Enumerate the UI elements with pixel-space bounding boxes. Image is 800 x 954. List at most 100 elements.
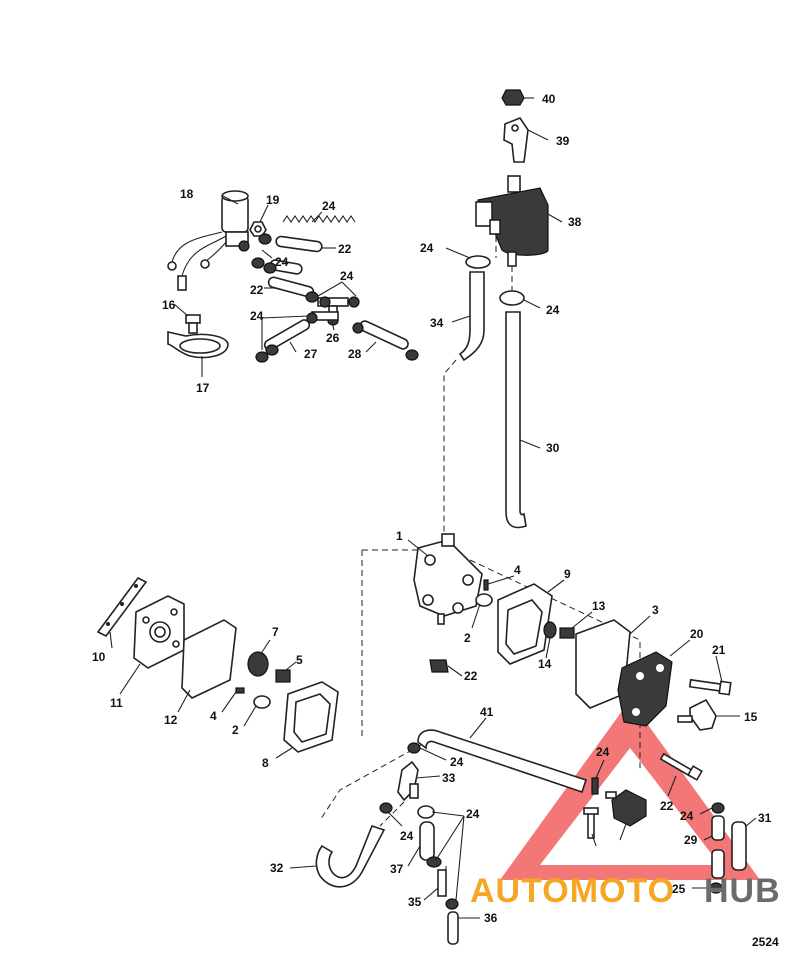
clamp-24 [426, 856, 442, 868]
clamp-24 [258, 233, 272, 245]
leader-8 [545, 637, 551, 659]
clamp-24 [407, 742, 421, 754]
plate-13-port-inner [154, 626, 166, 638]
callout-1: 1 [396, 529, 403, 543]
callout-20: 18 [180, 187, 194, 201]
screw-42-head [583, 807, 599, 815]
wire-connector [177, 275, 187, 291]
leader-25 [331, 321, 335, 331]
cover-hole [632, 708, 640, 716]
callout-18: 16 [162, 298, 176, 312]
leader-24 [523, 299, 541, 309]
clamp-24 [591, 777, 599, 795]
leader-22 [447, 665, 463, 677]
filter-head [475, 201, 493, 227]
gasket-12-inner [293, 693, 331, 743]
leader-5 [285, 661, 297, 671]
watermark-text: AUTOMOTO HUB [470, 872, 780, 910]
clamp-24 [445, 898, 459, 910]
callout-10: 10 [92, 650, 106, 664]
clamp-24 [255, 351, 269, 363]
cover-hole [656, 664, 664, 672]
leader-21 [259, 204, 269, 223]
fitting-32-leg [409, 783, 419, 799]
hose-40 [417, 729, 588, 794]
callout-5: 5 [296, 653, 303, 667]
leader-12 [275, 747, 293, 759]
callout-24: 24 [250, 309, 264, 323]
callout-39: 40 [542, 92, 556, 106]
bolt-head [185, 314, 201, 324]
cover-hole [636, 672, 644, 680]
gasket-9 [181, 619, 237, 699]
callout-3: 3 [652, 603, 659, 617]
callout-7: 13 [592, 599, 606, 613]
clamp-24 [465, 255, 491, 269]
callout-26: 27 [304, 347, 318, 361]
filter-body [477, 187, 549, 256]
clamp-24 [263, 262, 277, 274]
callout-24: 24 [400, 829, 414, 843]
bolt-15-head [718, 680, 732, 696]
leader-11 [547, 579, 565, 593]
disc-2 [475, 593, 493, 607]
hose-30 [731, 821, 747, 871]
assembly-line [443, 359, 457, 540]
leader-18 [173, 303, 189, 317]
clamp-24 [305, 291, 319, 303]
pump-screw-hole [452, 602, 464, 614]
plate-hole [142, 616, 150, 624]
leader-6 [261, 639, 271, 653]
leader-31 [289, 865, 317, 869]
spring-coil [282, 215, 356, 223]
callout-24: 24 [596, 745, 610, 759]
leader-29 [519, 439, 541, 449]
solenoid-wire-2 [181, 235, 227, 277]
leader-20 [222, 195, 239, 205]
bracket-loop [179, 338, 221, 354]
callout-25: 26 [326, 331, 340, 345]
bracket-38 [503, 117, 529, 163]
callout-17: 15 [744, 710, 758, 724]
callout-11: 9 [564, 567, 571, 581]
callout-28: 29 [684, 833, 698, 847]
valve-34 [437, 869, 447, 897]
filter-inlet [507, 175, 521, 193]
hose-27 [359, 320, 409, 350]
leader-3 [629, 615, 651, 635]
screw-4 [483, 579, 489, 591]
bolt-15 [688, 678, 724, 693]
right-lower-group [583, 777, 747, 894]
leader-36 [407, 845, 421, 867]
clamp-24 [348, 296, 360, 308]
leader-1 [407, 539, 429, 557]
callout-15: 21 [712, 643, 726, 657]
hose-31 [315, 825, 386, 888]
leader-34 [423, 887, 439, 901]
spring [282, 215, 356, 223]
callout-19: 17 [196, 381, 210, 395]
screw-4 [235, 687, 245, 694]
callout-24: 25 [672, 882, 686, 896]
wire-terminal [167, 261, 177, 271]
valve-41-port [605, 791, 617, 799]
strip-hole [106, 622, 110, 626]
clamp-24 [711, 802, 725, 814]
watermark-peak [592, 705, 668, 760]
callout-27: 28 [348, 347, 362, 361]
leader-2 [243, 705, 257, 727]
callout-2: 2 [464, 631, 471, 645]
valve-41 [611, 789, 647, 827]
callout-24: 24 [450, 755, 464, 769]
assembly-line [319, 739, 431, 821]
clamp-22 [429, 659, 449, 673]
fuel-filter-assembly [443, 89, 549, 540]
valve-6 [247, 651, 269, 677]
solenoid-assembly [167, 190, 267, 291]
watermark-text-part1: AUTOMOTO [470, 872, 675, 910]
pump-port [441, 533, 455, 547]
callout-24: 24 [275, 255, 289, 269]
callout-24: 24 [546, 303, 560, 317]
leader-40 [469, 717, 487, 739]
